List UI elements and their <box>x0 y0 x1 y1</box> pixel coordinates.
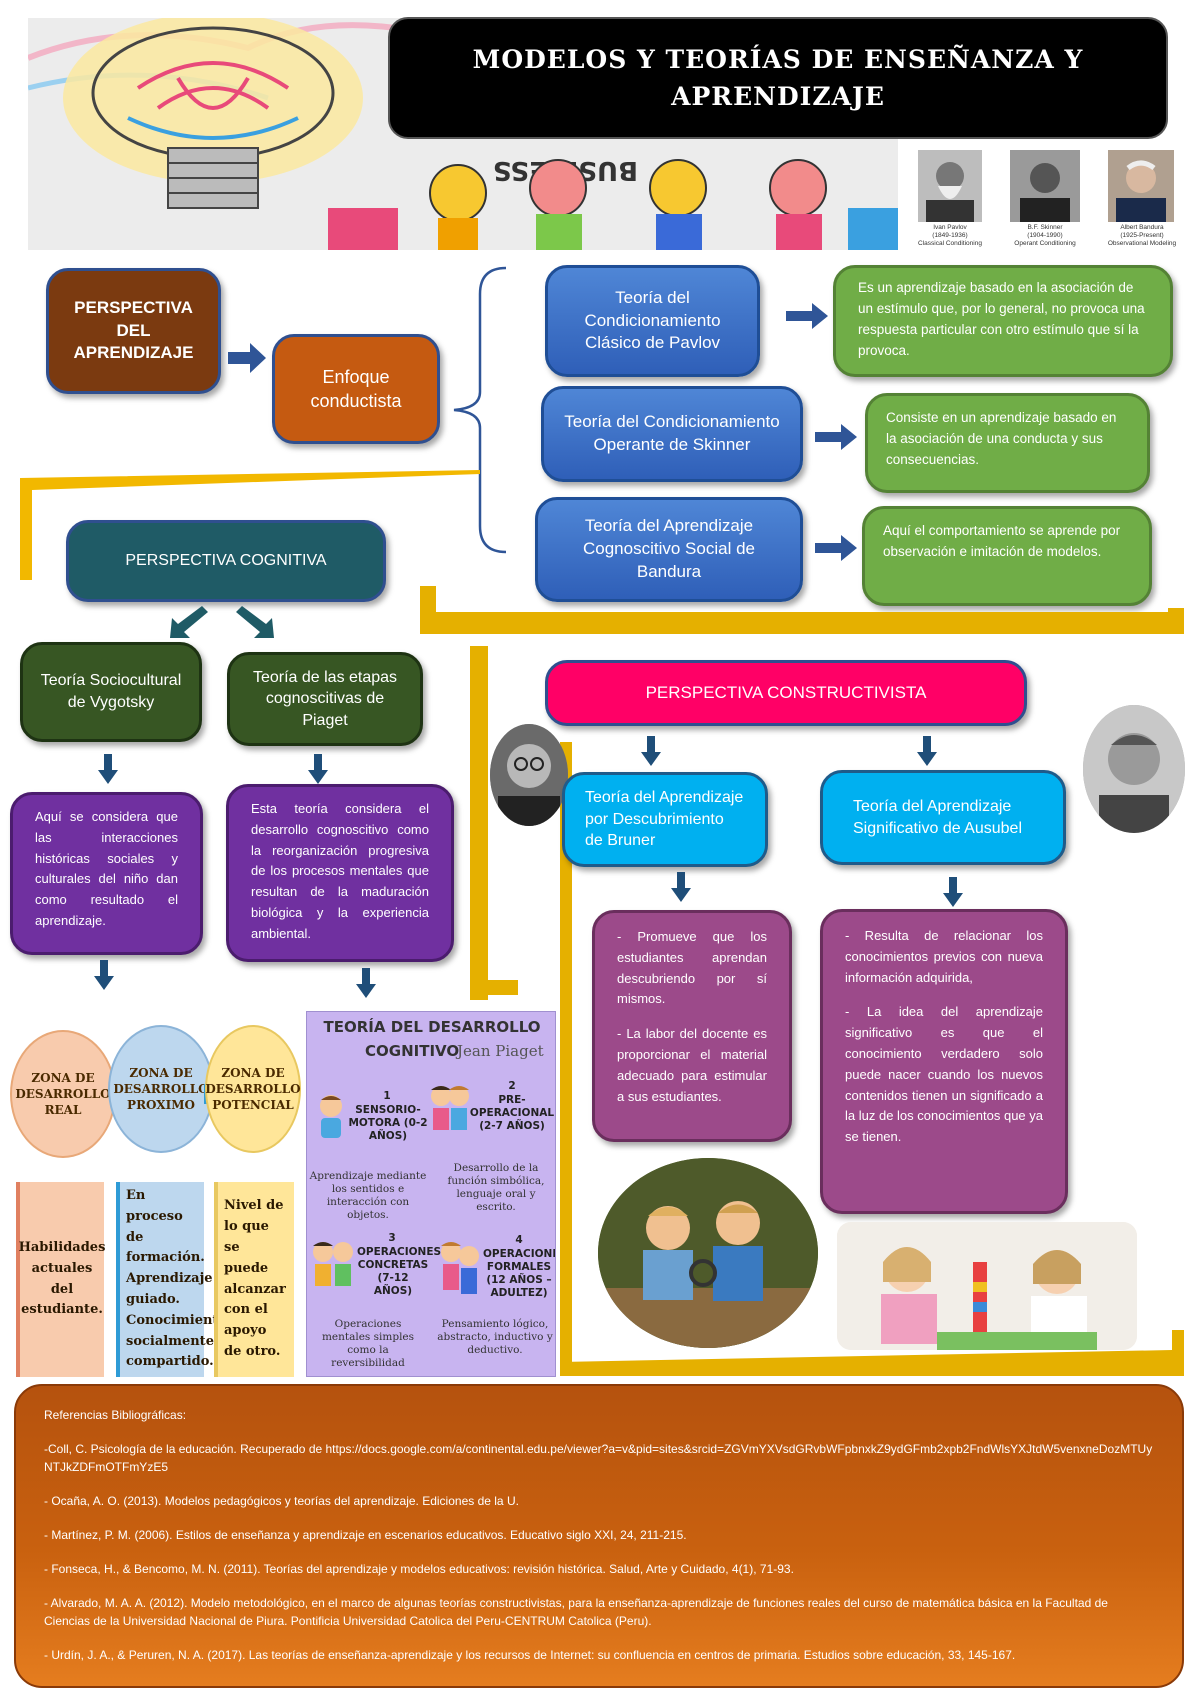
piaget-stage-3-num: 3 <box>388 1232 396 1244</box>
piaget-stage-2-desc: Desarrollo de la función simbólica, leng… <box>447 1162 545 1214</box>
person-photo-icon <box>918 150 982 222</box>
portrait-ausubel <box>1083 705 1185 833</box>
zone-circle-proximo: ZONA DE DESARROLLO PROXIMO <box>108 1025 214 1153</box>
perspective-learning-box: PERSPECTIVA DEL APRENDIZAJE <box>46 268 221 394</box>
references-title: Referencias Bibliográficas: <box>44 1408 187 1422</box>
behaviorist-approach-box: Enfoque conductista <box>272 334 440 444</box>
arrow-down-icon <box>917 736 937 766</box>
reference-item: - Martínez, P. M. (2006). Estilos de ens… <box>44 1528 687 1542</box>
children-icon <box>441 1242 479 1294</box>
piaget-description-box: Esta teoría considera el desarrollo cogn… <box>226 784 454 962</box>
children-icon <box>313 1242 353 1286</box>
skinner-theory-box: Teoría del Condicionamiento Operante de … <box>541 386 803 482</box>
bandura-theory-box: Teoría del Aprendizaje Cognoscitivo Soci… <box>535 497 803 602</box>
arrow-down-icon <box>94 960 114 990</box>
portrait-bandura-caption: Albert Bandura(1925-Present)Observationa… <box>1107 224 1177 247</box>
vygotsky-theory-box: Teoría Sociocultural de Vygotsky <box>20 642 202 742</box>
piaget-stage-1-name: SENSORIO-MOTORA (0-2 AÑOS) <box>348 1104 428 1143</box>
zone-circle-real: ZONA DE DESARROLLO REAL <box>10 1030 116 1158</box>
cognitive-perspective-box: PERSPECTIVA COGNITIVA <box>66 520 386 602</box>
piaget-stage-1-desc: Aprendizaje mediante los sentidos e inte… <box>309 1170 427 1222</box>
skinner-description-box: Consiste en un aprendizaje basado en la … <box>865 393 1150 493</box>
vygotsky-description-box: Aquí se considera que las interacciones … <box>10 792 203 955</box>
piaget-theory-box: Teoría de las etapas cognoscitivas de Pi… <box>227 652 423 746</box>
arrow-down-right-icon <box>236 606 274 638</box>
zone-rect-real: Habilidades actuales del estudiante. <box>16 1182 105 1377</box>
page-title-line2: APRENDIZAJE <box>671 82 885 111</box>
reference-item: - Fonseca, H., & Bencomo, M. N. (2011). … <box>44 1562 794 1576</box>
arrow-down-icon <box>98 754 118 784</box>
portrait-skinner-caption: B.F. Skinner(1904-1990)Operant Condition… <box>1014 224 1076 247</box>
person-photo-icon <box>1083 705 1185 833</box>
piaget-stage-1-num: 1 <box>383 1090 391 1102</box>
zone-rect-potencial: Nivel de lo que se puede alcanzar con el… <box>214 1182 294 1377</box>
reference-item: -Coll, C. Psicología de la educación. Re… <box>44 1442 1153 1474</box>
piaget-graphic-title: TEORÍA DEL DESARROLLO <box>323 1018 541 1036</box>
portrait-pavlov <box>918 150 982 222</box>
piaget-stages-graphic: TEORÍA DEL DESARROLLO COGNITIVO Jean Pia… <box>306 1011 556 1377</box>
person-photo-icon <box>1108 150 1174 222</box>
piaget-stage-4-num: 4 <box>515 1234 523 1246</box>
arrow-down-icon <box>943 877 963 907</box>
zone-circle-potencial: ZONA DE DESARROLLO POTENCIAL <box>205 1025 301 1153</box>
children-icon <box>431 1086 469 1130</box>
portrait-skinner <box>1010 150 1080 222</box>
children-exploring-photo <box>598 1158 818 1348</box>
bandura-description-box: Aquí el comportamiento se aprende por ob… <box>862 506 1152 606</box>
person-photo-icon <box>490 724 568 826</box>
piaget-stage-2-num: 2 <box>508 1080 516 1092</box>
photo-children-magnifier <box>598 1158 818 1348</box>
portrait-bandura <box>1108 150 1174 222</box>
arrow-right-icon <box>815 535 857 561</box>
arrow-down-icon <box>641 736 661 766</box>
curly-brace <box>453 266 507 554</box>
children-blocks-photo <box>837 1222 1137 1350</box>
ausubel-points-box: - Resulta de relacionar los conocimiento… <box>820 909 1068 1214</box>
reference-item: - Urdín, J. A., & Peruren, N. A. (2017).… <box>44 1648 1016 1662</box>
title-box: MODELOS Y TEORÍAS DE ENSEÑANZA Y APRENDI… <box>388 17 1168 139</box>
arrow-down-left-icon <box>170 606 208 638</box>
arrow-right-icon <box>786 303 828 329</box>
references-section: Referencias Bibliográficas: -Coll, C. Ps… <box>14 1384 1184 1688</box>
piaget-stage-4-desc: Pensamiento lógico, abstracto, inductivo… <box>437 1318 553 1357</box>
page-title-line1: MODELOS Y TEORÍAS DE ENSEÑANZA Y <box>472 44 1084 74</box>
piaget-stage-2-name: PRE-OPERACIONAL (2-7 AÑOS) <box>469 1094 555 1133</box>
child-icon <box>320 1095 342 1138</box>
arrow-right-icon <box>815 424 857 450</box>
pavlov-description-box: Es un aprendizaje basado en la asociació… <box>833 265 1173 377</box>
bruner-points-box: - Promueve que los estudiantes aprendan … <box>592 910 792 1142</box>
person-photo-icon <box>1010 150 1080 222</box>
arrow-down-icon <box>308 754 328 784</box>
photo-children-building-blocks <box>837 1222 1137 1350</box>
reference-item: - Ocaña, A. O. (2013). Modelos pedagógic… <box>44 1494 519 1508</box>
reference-item: - Alvarado, M. A. A. (2012). Modelo meto… <box>44 1596 1108 1628</box>
arrow-down-icon <box>356 968 376 998</box>
constructivist-perspective-box: PERSPECTIVA CONSTRUCTIVISTA <box>545 660 1027 726</box>
portrait-bruner <box>490 724 568 826</box>
pavlov-theory-box: Teoría del Condicionamiento Clásico de P… <box>545 265 760 377</box>
piaget-graphic-author: Jean Piaget <box>457 1042 544 1060</box>
ausubel-theory-box: Teoría del Aprendizaje Significativo de … <box>820 770 1066 865</box>
piaget-graphic-subtitle: COGNITIVO <box>365 1042 460 1060</box>
piaget-stage-3-desc: Operaciones mentales simples como la rev… <box>321 1318 415 1370</box>
piaget-stage-4-name: OPERACIONES FORMALES (12 AÑOS – ADULTEZ) <box>483 1248 555 1300</box>
arrow-right-icon <box>228 343 266 373</box>
bruner-theory-box: Teoría del Aprendizaje por Descubrimient… <box>562 772 768 867</box>
zone-rect-proximo: En proceso de formación. Aprendizaje gui… <box>116 1182 227 1377</box>
arrow-down-icon <box>671 872 691 902</box>
piaget-stage-3-name: OPERACIONES CONCRETAS (7-12 AÑOS) <box>357 1246 442 1298</box>
portrait-pavlov-caption: Ivan Pavlov(1849-1936)Classical Conditio… <box>918 224 982 247</box>
